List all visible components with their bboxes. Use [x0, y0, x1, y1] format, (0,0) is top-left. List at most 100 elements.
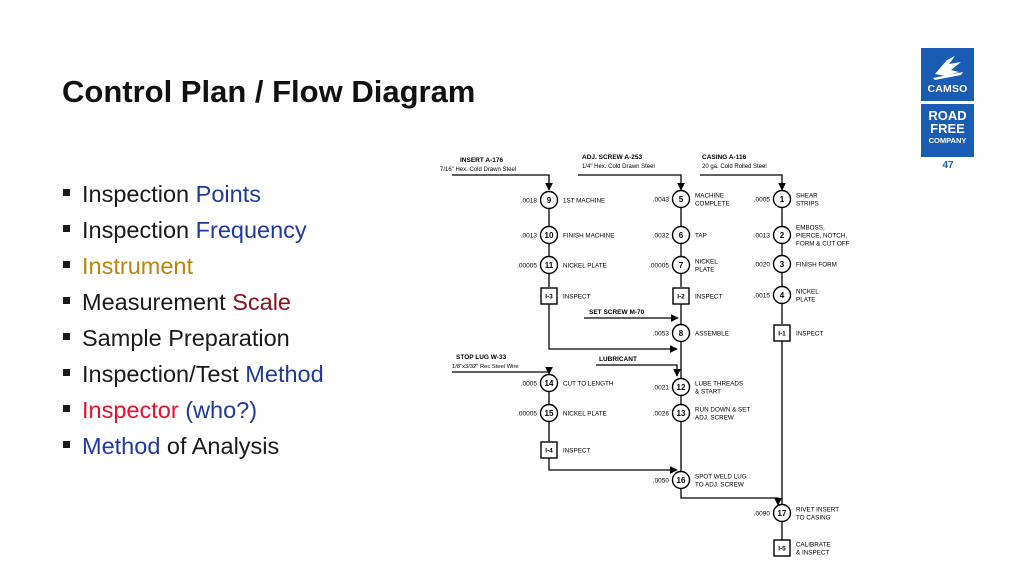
operation-number: 5: [679, 195, 684, 204]
operation-circle: [772, 254, 792, 274]
operation-label: RIVET INSERT: [796, 507, 839, 514]
logo-free: FREE: [930, 121, 965, 136]
operation-circle: [671, 225, 691, 245]
road-free-company-logo: ROAD FREE COMPANY: [921, 104, 974, 157]
insert-input-name: INSERT A-176: [460, 157, 503, 164]
operation-label: CUT TO LENGTH: [563, 381, 614, 388]
page-number: 47: [942, 160, 954, 171]
operation-number: 17: [778, 509, 787, 518]
operation-label: SHEAR: [796, 193, 818, 200]
operation-number: 4: [780, 291, 785, 300]
stop-lug-input-spec: 1/8"x3/32" Rec Steel Wire: [452, 364, 519, 370]
camso-mark-icon: [933, 56, 963, 80]
bullet-text: Inspector: [82, 397, 179, 423]
inspection-label: CALIBRATE: [796, 542, 831, 549]
operation-circle: [539, 225, 559, 245]
operation-number: 10: [545, 231, 554, 240]
operation-circle: [539, 403, 559, 423]
operation-label: TO ADJ. SCREW: [695, 482, 744, 489]
operation-circle: [671, 189, 691, 209]
adj-screw-input-name: ADJ. SCREW A-253: [582, 154, 642, 161]
bullet-text: Inspection/Test: [82, 361, 246, 387]
operation-label: NICKEL PLATE: [563, 263, 607, 270]
operation-frequency: .0013: [521, 233, 538, 240]
camso-wordmark: CAMSO: [927, 83, 968, 95]
operation-number: 9: [547, 196, 552, 205]
operation-number: 14: [545, 379, 554, 388]
operation-circle: [772, 285, 792, 305]
inspection-id: I-2: [677, 294, 685, 301]
logo-company: COMPANY: [928, 136, 967, 145]
inspection-box: [540, 287, 558, 305]
operation-number: 1: [780, 195, 785, 204]
bullet-highlight: Scale: [232, 289, 291, 315]
operation-frequency: .0090: [754, 511, 771, 518]
operation-frequency: .00005: [517, 411, 537, 418]
operation-number: 2: [780, 231, 785, 240]
operation-circle: [671, 470, 691, 490]
operation-label: MACHINE: [695, 193, 724, 200]
inspection-box: [672, 287, 690, 305]
operation-number: 15: [545, 409, 554, 418]
bullet-item: Inspection/Test Method: [62, 356, 324, 392]
inspection-node: I-1 INSPECT: [773, 324, 823, 342]
casing-input-spec: 20 ga. Cold Rolled Steel: [702, 164, 767, 170]
operation-circle: [539, 255, 559, 275]
operation-label: TAP: [695, 233, 707, 240]
operation-frequency: .0043: [653, 197, 670, 204]
operation-frequency: .0018: [521, 198, 538, 205]
stop-lug-input-name: STOP LUG W-33: [456, 354, 507, 361]
bullet-text: Inspection: [82, 181, 196, 207]
operation-circle: [671, 403, 691, 423]
operation-circle: [539, 190, 559, 210]
inspection-label: & INSPECT: [796, 550, 829, 557]
operation-circle: [671, 255, 691, 275]
operation-number: 16: [677, 476, 686, 485]
operation-number: 11: [545, 261, 554, 270]
operation-label: NICKEL PLATE: [563, 411, 607, 418]
casing-input-name: CASING A-116: [702, 154, 747, 161]
bullet-highlight: of Analysis: [160, 433, 280, 459]
operation-label: FINISH FORM: [796, 262, 837, 269]
operation-node: 11 .00005 NICKEL PLATE: [517, 255, 607, 275]
bullet-text: Inspection: [82, 217, 196, 243]
operation-label: COMPLETE: [695, 201, 730, 208]
bullet-marker-icon: [63, 333, 70, 340]
operation-label: PIERCE, NOTCH,: [796, 233, 847, 240]
inspection-label: INSPECT: [563, 294, 590, 301]
bullet-marker-icon: [63, 441, 70, 448]
bullet-highlight: Frequency: [195, 217, 307, 243]
operation-node: 14 .0005 CUT TO LENGTH: [521, 373, 614, 393]
inspection-label: INSPECT: [796, 331, 823, 338]
operation-frequency: .00005: [517, 263, 537, 270]
operation-circle: [671, 377, 691, 397]
inspection-box: [540, 441, 558, 459]
operation-label: PLATE: [796, 297, 815, 304]
bullet-highlight: (who?): [178, 397, 258, 423]
bullet-list: Inspection Points Inspection Frequency I…: [62, 176, 324, 464]
operation-label: ASSEMBLE: [695, 331, 729, 338]
camso-logo: CAMSO: [921, 48, 974, 101]
operation-frequency: .0005: [521, 381, 538, 388]
inspection-node: I-3 INSPECT: [540, 287, 590, 305]
operation-circle: [539, 373, 559, 393]
operation-node: 15 .00005 NICKEL PLATE: [517, 403, 607, 423]
operation-circle: [772, 189, 792, 209]
inspection-box: [773, 324, 791, 342]
operation-label: TO CASING: [796, 515, 831, 522]
inspection-id: I-1: [778, 331, 786, 338]
inspection-id: I-3: [545, 294, 553, 301]
set-screw-input-name: SET SCREW M-70: [589, 309, 645, 316]
bullet-text: Method: [82, 433, 161, 459]
operation-label: 1ST MACHINE: [563, 198, 605, 205]
